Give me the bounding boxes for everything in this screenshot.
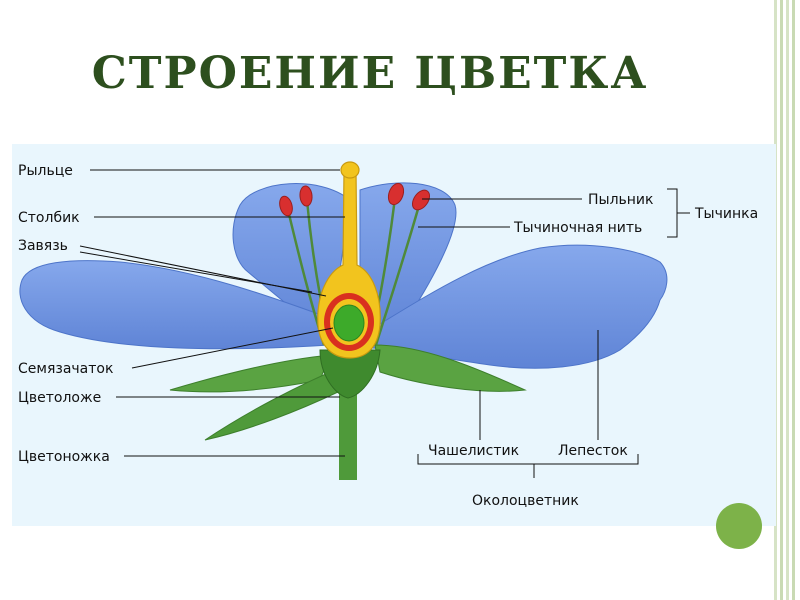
anthers [279,182,431,217]
label-anther: Пыльник [588,192,654,208]
label-receptacle: Цветоложе [18,390,101,406]
label-stamen: Тычинка [694,206,758,222]
pedicel [339,380,357,480]
frame-line-4 [792,0,795,600]
label-perianth: Околоцветник [472,493,579,509]
sepal-left [169,354,331,393]
label-pedicel: Цветоножка [18,449,110,465]
sepal-left-lower [204,369,339,441]
label-ovary: Завязь [18,238,68,254]
frame-line-2 [780,0,783,600]
slide-title: СТРОЕНИЕ ЦВЕТКА [91,48,649,99]
decorative-green-dot [716,503,762,549]
frame-line-3 [786,0,789,600]
sepal-right [374,344,527,392]
petal-left [19,260,336,350]
leader-lines [79,169,690,478]
stigma [340,161,360,179]
ovule [333,304,365,342]
receptacle [319,349,381,399]
label-sepal: Чашелистик [428,443,519,459]
label-filament: Тычиночная нить [513,220,642,236]
label-ovule: Семязачаток [18,361,113,377]
label-style: Столбик [18,210,80,226]
label-petal: Лепесток [558,443,628,459]
petal-right [369,244,668,369]
label-stigma: Рыльце [18,163,73,179]
